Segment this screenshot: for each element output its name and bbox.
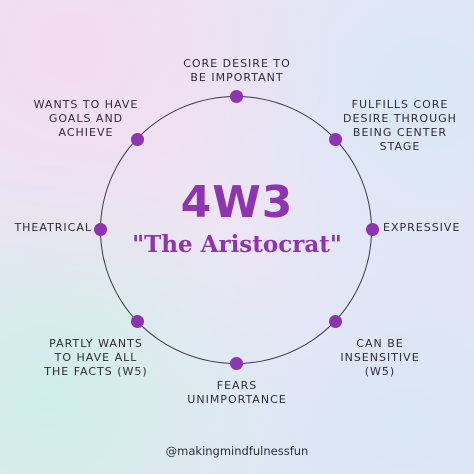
node-dot-right <box>365 222 379 236</box>
node-dot-bottom-right <box>328 314 342 328</box>
node-dot-left <box>93 222 107 236</box>
node-label-top-left: WANTS TO HAVE GOALS AND ACHIEVE <box>33 98 139 139</box>
node-label-bottom-left: PARTLY WANTS TO HAVE ALL THE FACTS (W5) <box>44 337 148 378</box>
footer-handle: @makingmindfulnessfun <box>165 444 309 458</box>
center-subtitle: "The Aristocrat" <box>132 231 342 258</box>
node-dot-bottom-left <box>130 314 144 328</box>
node-label-bottom-right: CAN BE INSENSITIVE (W5) <box>340 337 420 378</box>
node-dot-top-left <box>130 132 144 146</box>
node-dot-bottom <box>229 356 243 370</box>
node-label-bottom: FEARS UNIMPORTANCE <box>187 379 287 406</box>
center-title: 4W3 <box>180 177 294 228</box>
node-dot-top-right <box>328 132 342 146</box>
node-label-left: THEATRICAL <box>14 221 92 234</box>
node-dot-top <box>229 89 243 103</box>
node-label-top-right: FULFILLS CORE DESIRE THROUGH BEING CENTE… <box>343 98 457 153</box>
node-label-right: EXPRESSIVE <box>383 221 461 234</box>
node-label-top: CORE DESIRE TO BE IMPORTANT <box>183 57 291 84</box>
